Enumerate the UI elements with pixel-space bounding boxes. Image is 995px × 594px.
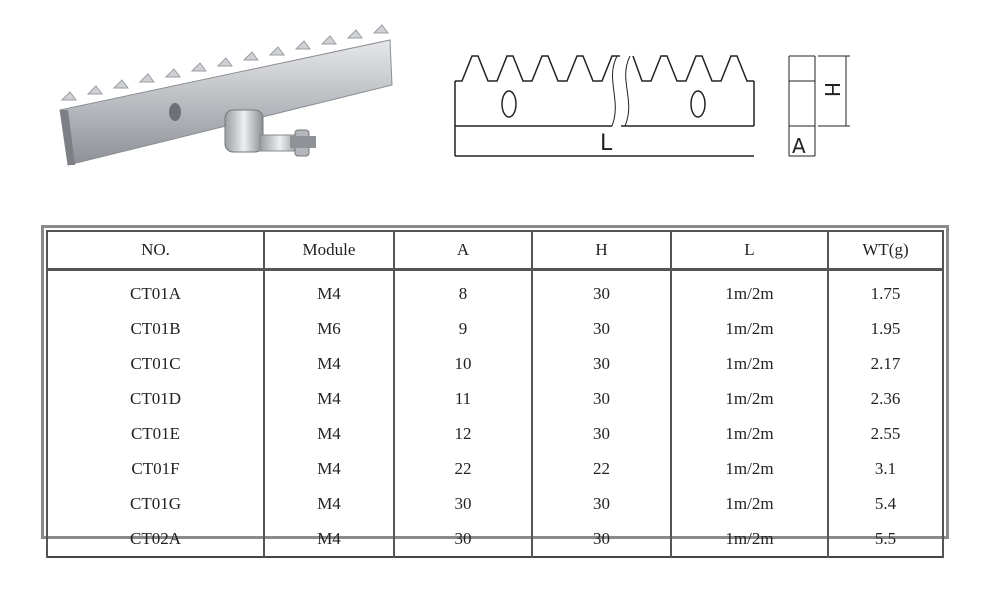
cell-weight: 1.75 [827,269,944,311]
cell-module: M4 [263,381,395,416]
cell-no: CT01E [46,416,265,451]
width-label: A [792,134,806,158]
gear-rack-photo [59,24,393,166]
cell-a: 8 [393,269,533,311]
cell-weight: 2.36 [827,381,944,416]
header-weight: WT(g) [827,230,944,271]
cell-l: 1m/2m [670,521,829,557]
cell-l: 1m/2m [670,451,829,486]
cell-module: M4 [263,486,395,521]
cell-a: 22 [393,451,533,486]
cell-module: M4 [263,451,395,486]
length-label: L [600,131,613,156]
header-a: A [393,230,533,271]
cell-module: M4 [263,269,395,311]
header-no: NO. [46,230,265,271]
header-module: Module [263,230,395,271]
cell-a: 11 [393,381,533,416]
cell-module: M4 [263,416,395,451]
cell-h: 30 [531,381,672,416]
header-h: H [531,230,672,271]
cell-no: CT01G [46,486,265,521]
cell-a: 30 [393,486,533,521]
cell-l: 1m/2m [670,346,829,381]
cell-a: 30 [393,521,533,557]
cell-weight: 5.5 [827,521,944,557]
cell-no: CT01D [46,381,265,416]
cell-l: 1m/2m [670,381,829,416]
cell-weight: 2.17 [827,346,944,381]
cell-l: 1m/2m [670,486,829,521]
cell-a: 12 [393,416,533,451]
cell-no: CT01A [46,269,265,311]
gear-rack-dimension-drawing: L H A [454,55,850,158]
cell-module: M6 [263,311,395,346]
cell-weight: 5.4 [827,486,944,521]
cell-h: 30 [531,486,672,521]
cell-no: CT01C [46,346,265,381]
cell-h: 30 [531,311,672,346]
cell-l: 1m/2m [670,311,829,346]
cell-h: 30 [531,269,672,311]
cell-a: 9 [393,311,533,346]
cell-h: 30 [531,521,672,557]
cell-h: 30 [531,416,672,451]
cell-weight: 3.1 [827,451,944,486]
cell-a: 10 [393,346,533,381]
cell-no: CT01F [46,451,265,486]
table-header-row: NO. Module A H L WT(g) [46,230,944,271]
cell-no: CT02A [46,521,265,557]
cell-module: M4 [263,346,395,381]
cell-module: M4 [263,521,395,557]
cell-h: 30 [531,346,672,381]
cell-weight: 2.55 [827,416,944,451]
cell-h: 22 [531,451,672,486]
cell-l: 1m/2m [670,416,829,451]
header-l: L [670,230,829,271]
cell-weight: 1.95 [827,311,944,346]
cell-no: CT01B [46,311,265,346]
cell-l: 1m/2m [670,269,829,311]
height-label: H [820,82,844,97]
